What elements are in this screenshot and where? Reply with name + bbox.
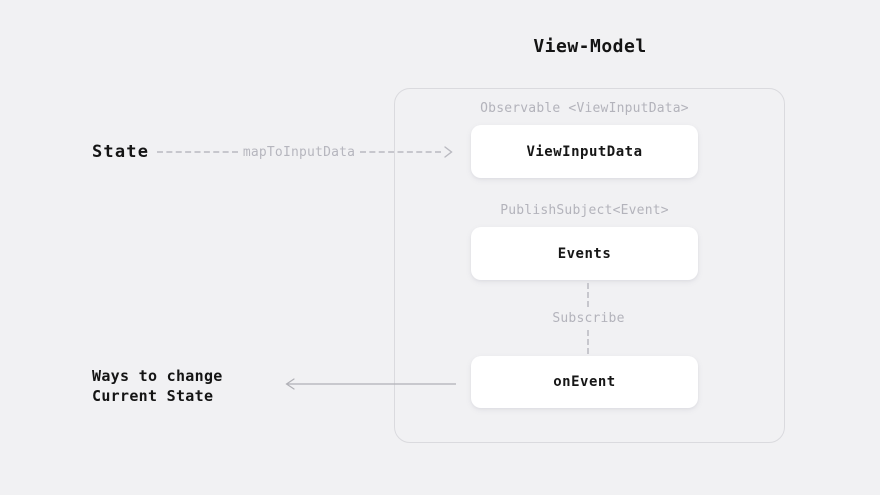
dashed-line-right bbox=[360, 151, 441, 153]
diagram-title: View-Model bbox=[533, 36, 647, 57]
publish-subject-type-label: PublishSubject<Event> bbox=[500, 203, 669, 218]
dashed-line-left bbox=[157, 151, 238, 153]
arrowhead-right-icon bbox=[444, 146, 453, 158]
ways-to-change-label: Ways to change Current State bbox=[92, 366, 223, 406]
ways-to-change-line2: Current State bbox=[92, 387, 214, 405]
view-input-data-box-label: ViewInputData bbox=[526, 143, 643, 160]
on-event-box: onEvent bbox=[471, 356, 698, 408]
view-input-data-box: ViewInputData bbox=[471, 125, 698, 178]
subscribe-dashed-connector-top bbox=[587, 283, 589, 307]
state-label: State bbox=[92, 142, 150, 162]
ways-to-change-line1: Ways to change bbox=[92, 367, 223, 385]
current-state-arrow bbox=[285, 378, 456, 390]
map-to-input-data-label: mapToInputData bbox=[242, 144, 356, 160]
events-box-label: Events bbox=[557, 245, 612, 262]
on-event-box-label: onEvent bbox=[553, 374, 616, 390]
subscribe-label: Subscribe bbox=[552, 311, 625, 326]
view-model-container bbox=[394, 88, 785, 443]
map-to-input-data-arrow: mapToInputData bbox=[157, 144, 453, 160]
events-box: Events bbox=[471, 227, 698, 280]
subscribe-dashed-connector-bottom bbox=[587, 330, 589, 354]
observable-type-label: Observable <ViewInputData> bbox=[480, 101, 689, 116]
